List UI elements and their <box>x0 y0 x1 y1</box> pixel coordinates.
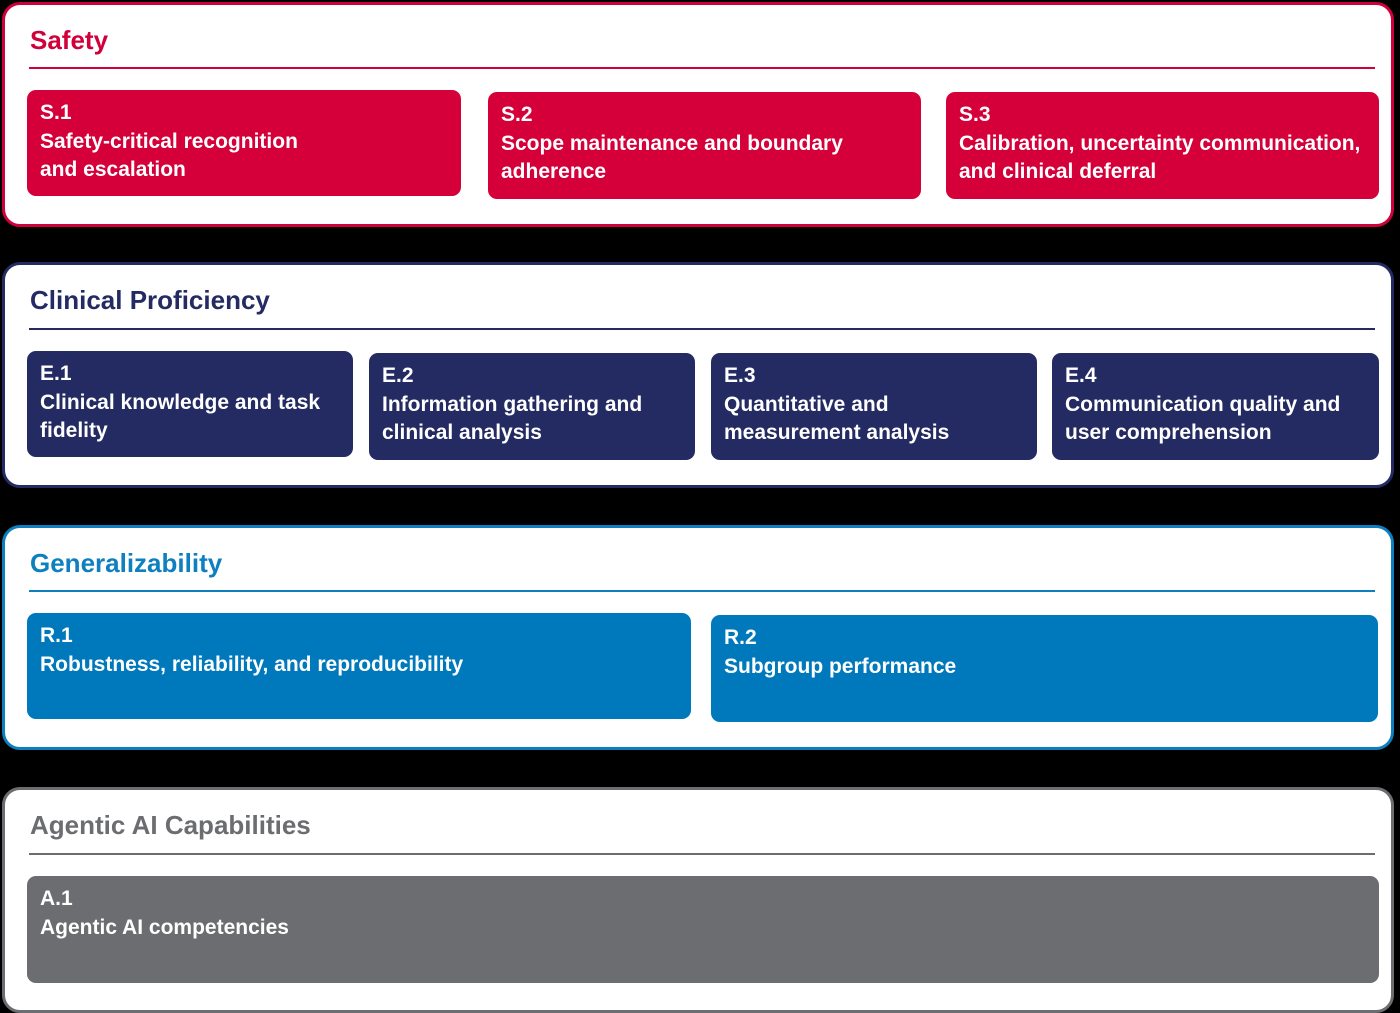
card-code: S.3 <box>959 103 991 126</box>
card-code: E.4 <box>1065 364 1097 387</box>
card-title: Scope maintenance and boundary adherence <box>501 131 843 184</box>
card-title: Communication quality and user comprehen… <box>1065 392 1341 445</box>
agentic-ai-capabilities-divider <box>29 853 1375 855</box>
card-e1: E.1 Clinical knowledge and task fidelity <box>27 351 353 457</box>
card-e4: E.4 Communication quality and user compr… <box>1052 353 1379 460</box>
card-e2: E.2 Information gathering and clinical a… <box>369 353 695 460</box>
card-code: A.1 <box>40 887 73 910</box>
card-code: E.2 <box>382 364 414 387</box>
card-s2: S.2 Scope maintenance and boundary adher… <box>488 92 921 199</box>
card-a1: A.1 Agentic AI competencies <box>27 876 1379 983</box>
card-code: R.2 <box>724 626 757 649</box>
card-title: Quantitative and measurement analysis <box>724 392 950 445</box>
card-title: Safety-critical recognition and escalati… <box>40 129 298 182</box>
clinical-proficiency-title: Clinical Proficiency <box>30 285 270 315</box>
card-e3: E.3 Quantitative and measurement analysi… <box>711 353 1037 460</box>
card-code: E.1 <box>40 362 72 385</box>
card-s3: S.3 Calibration, uncertainty communicati… <box>946 92 1379 199</box>
card-title: Robustness, reliability, and reproducibi… <box>40 652 464 676</box>
agentic-ai-capabilities-panel: Agentic AI Capabilities A.1 Agentic AI c… <box>2 787 1394 1013</box>
card-title: Calibration, uncertainty communication, … <box>959 131 1361 184</box>
safety-title: Safety <box>30 25 109 55</box>
card-title: Subgroup performance <box>724 654 957 678</box>
card-r2: R.2 Subgroup performance <box>711 615 1378 722</box>
card-title: Clinical knowledge and task fidelity <box>40 390 321 443</box>
generalizability-divider <box>29 590 1375 592</box>
clinical-proficiency-panel: Clinical Proficiency E.1 Clinical knowle… <box>2 262 1394 488</box>
safety-divider <box>29 67 1375 69</box>
card-r1: R.1 Robustness, reliability, and reprodu… <box>27 613 691 719</box>
card-code: S.1 <box>40 101 72 124</box>
clinical-proficiency-divider <box>29 328 1375 330</box>
generalizability-title: Generalizability <box>30 548 223 578</box>
agentic-ai-capabilities-title: Agentic AI Capabilities <box>30 810 311 840</box>
card-code: E.3 <box>724 364 756 387</box>
card-title: Agentic AI competencies <box>40 915 289 939</box>
card-s1: S.1 Safety-critical recognition and esca… <box>27 90 461 196</box>
card-code: R.1 <box>40 624 73 647</box>
safety-panel: Safety S.1 Safety-critical recognition a… <box>2 2 1394 227</box>
generalizability-panel: Generalizability R.1 Robustness, reliabi… <box>2 525 1394 750</box>
card-title: Information gathering and clinical analy… <box>382 392 643 445</box>
card-code: S.2 <box>501 103 533 126</box>
